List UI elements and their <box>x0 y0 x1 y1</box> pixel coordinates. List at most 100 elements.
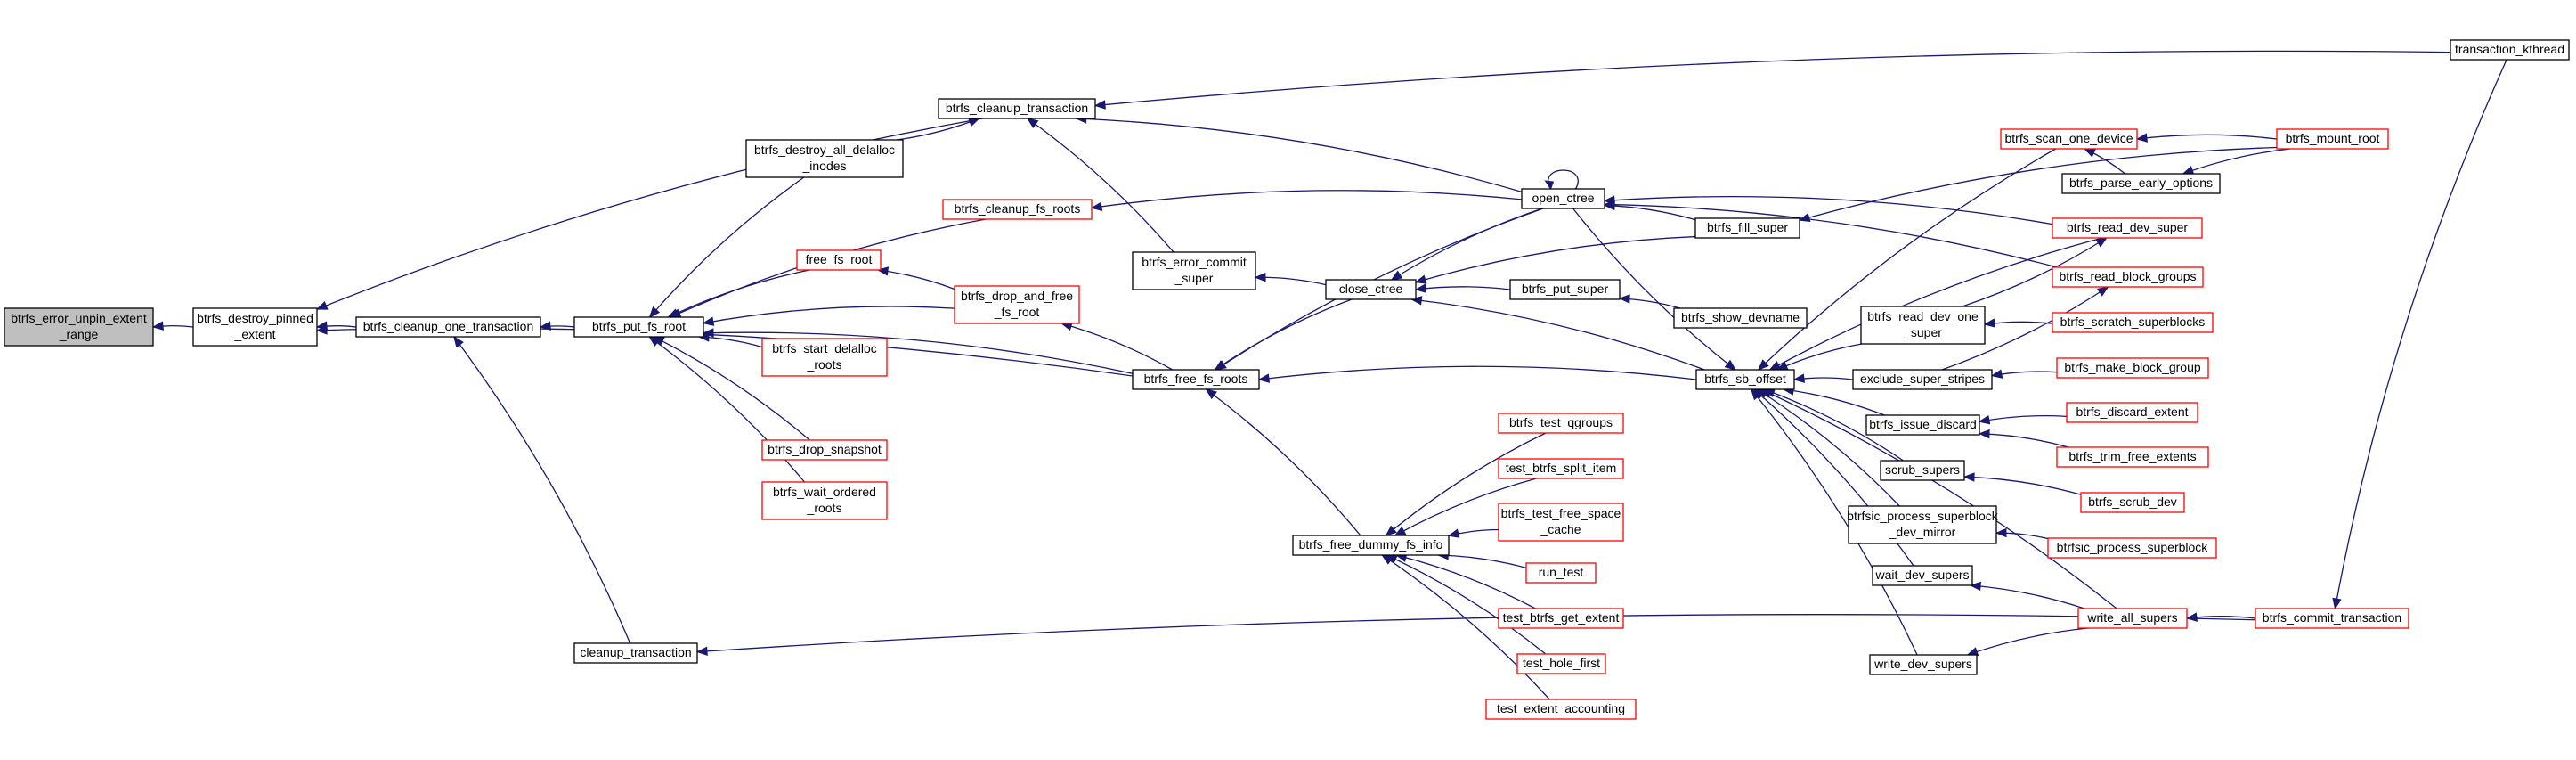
node-box-close-ctree[interactable] <box>1325 279 1417 300</box>
node-btrfs-sb-offset[interactable]: btrfs_sb_offset <box>1695 369 1795 390</box>
node-btrfs-cleanup-one-transaction[interactable]: btrfs_cleanup_one_transaction <box>355 316 541 338</box>
node-btrfs-trim-free-extents[interactable]: btrfs_trim_free_extents <box>2056 446 2209 468</box>
node-cleanup-transaction[interactable]: cleanup_transaction <box>573 642 698 664</box>
node-transaction-kthread[interactable]: transaction_kthread <box>2450 39 2570 61</box>
node-btrfsic-process-superblock[interactable]: btrfsic_process_superblock <box>2047 537 2217 559</box>
node-test-btrfs-get-extent[interactable]: test_btrfs_get_extent <box>1498 608 1624 629</box>
node-box-btrfs-sb-offset[interactable] <box>1695 369 1795 390</box>
node-btrfs-discard-extent[interactable]: btrfs_discard_extent <box>2066 402 2198 423</box>
node-btrfs-read-block-groups[interactable]: btrfs_read_block_groups <box>2052 266 2204 288</box>
node-box-test-btrfs-get-extent[interactable] <box>1498 608 1624 629</box>
node-btrfs-read-dev-super[interactable]: btrfs_read_dev_super <box>2052 217 2203 239</box>
node-free-fs-root[interactable]: free_fs_root <box>796 249 882 271</box>
node-btrfs-error-unpin-extent-range[interactable]: btrfs_error_unpin_extent_range <box>4 307 154 347</box>
node-btrfs-free-dummy-fs-info[interactable]: btrfs_free_dummy_fs_info <box>1292 535 1450 556</box>
node-btrfs-fill-super[interactable]: btrfs_fill_super <box>1694 217 1800 239</box>
node-box-test-extent-accounting[interactable] <box>1485 699 1637 720</box>
node-box-write-dev-supers[interactable] <box>1869 654 1978 675</box>
node-box-btrfs-test-qgroups[interactable] <box>1498 413 1624 434</box>
node-box-btrfs-read-dev-one-super[interactable] <box>1860 306 1986 345</box>
node-box-write-all-supers[interactable] <box>2077 608 2188 629</box>
node-btrfs-test-free-space-cache[interactable]: btrfs_test_free_space_cache <box>1498 503 1624 542</box>
node-btrfs-read-dev-one-super[interactable]: btrfs_read_dev_one_super <box>1860 306 1986 345</box>
node-box-btrfs-error-commit-super[interactable] <box>1132 251 1256 290</box>
node-box-btrfs-read-dev-super[interactable] <box>2052 217 2203 239</box>
node-box-btrfs-scan-one-device[interactable] <box>2000 128 2138 150</box>
node-btrfs-drop-and-free-fs-root[interactable]: btrfs_drop_and_free_fs_root <box>954 285 1080 324</box>
node-test-extent-accounting[interactable]: test_extent_accounting <box>1485 699 1637 720</box>
node-box-btrfsic-process-superblock[interactable] <box>2047 537 2217 559</box>
node-box-btrfs-cleanup-fs-roots[interactable] <box>942 199 1093 220</box>
node-btrfs-put-super[interactable]: btrfs_put_super <box>1509 279 1621 300</box>
node-btrfs-mount-root[interactable]: btrfs_mount_root <box>2276 128 2389 150</box>
node-box-btrfs-parse-early-options[interactable] <box>2061 173 2221 194</box>
node-box-test-hole-first[interactable] <box>1516 653 1606 674</box>
node-wait-dev-supers[interactable]: wait_dev_supers <box>1872 565 1973 586</box>
node-btrfs-cleanup-transaction[interactable]: btrfs_cleanup_transaction <box>938 98 1096 119</box>
node-btrfs-start-delalloc-roots[interactable]: btrfs_start_delalloc_roots <box>761 338 888 377</box>
node-box-btrfs-trim-free-extents[interactable] <box>2056 446 2209 468</box>
node-box-run-test[interactable] <box>1525 562 1597 584</box>
node-btrfs-scrub-dev[interactable]: btrfs_scrub_dev <box>2080 492 2185 513</box>
node-box-btrfs-fill-super[interactable] <box>1694 217 1800 239</box>
node-btrfs-test-qgroups[interactable]: btrfs_test_qgroups <box>1498 413 1624 434</box>
node-btrfs-put-fs-root[interactable]: btrfs_put_fs_root <box>573 316 704 338</box>
node-box-btrfs-cleanup-transaction[interactable] <box>938 98 1096 119</box>
node-open-ctree[interactable]: open_ctree <box>1521 188 1605 209</box>
node-btrfs-scratch-superblocks[interactable]: btrfs_scratch_superblocks <box>2052 312 2214 333</box>
node-btrfs-error-commit-super[interactable]: btrfs_error_commit_super <box>1132 251 1256 290</box>
node-btrfs-make-block-group[interactable]: btrfs_make_block_group <box>2056 357 2209 379</box>
node-box-btrfs-show-devname[interactable] <box>1673 307 1808 329</box>
node-box-btrfs-commit-transaction[interactable] <box>2255 608 2409 629</box>
node-box-test-btrfs-split-item[interactable] <box>1498 458 1624 479</box>
node-btrfs-wait-ordered-roots[interactable]: btrfs_wait_ordered_roots <box>761 481 888 520</box>
node-box-btrfs-test-free-space-cache[interactable] <box>1498 503 1624 542</box>
node-btrfs-free-fs-roots[interactable]: btrfs_free_fs_roots <box>1132 369 1260 390</box>
node-box-btrfs-issue-discard[interactable] <box>1865 414 1980 436</box>
node-box-btrfs-free-fs-roots[interactable] <box>1132 369 1260 390</box>
node-box-btrfs-discard-extent[interactable] <box>2066 402 2198 423</box>
node-test-hole-first[interactable]: test_hole_first <box>1516 653 1606 674</box>
node-box-btrfs-cleanup-one-transaction[interactable] <box>355 316 541 338</box>
node-box-btrfs-drop-and-free-fs-root[interactable] <box>954 285 1080 324</box>
node-btrfs-scan-one-device[interactable]: btrfs_scan_one_device <box>2000 128 2138 150</box>
node-box-exclude-super-stripes[interactable] <box>1852 369 1993 390</box>
node-box-free-fs-root[interactable] <box>796 249 882 271</box>
node-box-btrfs-destroy-pinned-extent[interactable] <box>192 307 318 347</box>
node-btrfs-cleanup-fs-roots[interactable]: btrfs_cleanup_fs_roots <box>942 199 1093 220</box>
node-btrfs-destroy-all-delalloc-inodes[interactable]: btrfs_destroy_all_delalloc_inodes <box>745 139 904 178</box>
node-scrub-supers[interactable]: scrub_supers <box>1880 460 1965 481</box>
node-btrfs-commit-transaction[interactable]: btrfs_commit_transaction <box>2255 608 2409 629</box>
node-btrfs-issue-discard[interactable]: btrfs_issue_discard <box>1865 414 1980 436</box>
node-box-btrfs-make-block-group[interactable] <box>2056 357 2209 379</box>
node-box-btrfs-put-fs-root[interactable] <box>573 316 704 338</box>
node-exclude-super-stripes[interactable]: exclude_super_stripes <box>1852 369 1993 390</box>
node-box-open-ctree[interactable] <box>1521 188 1605 209</box>
node-box-btrfs-start-delalloc-roots[interactable] <box>761 338 888 377</box>
node-box-transaction-kthread[interactable] <box>2450 39 2570 61</box>
node-btrfs-drop-snapshot[interactable]: btrfs_drop_snapshot <box>761 439 888 461</box>
node-box-btrfs-free-dummy-fs-info[interactable] <box>1292 535 1450 556</box>
node-write-dev-supers[interactable]: write_dev_supers <box>1869 654 1978 675</box>
node-box-btrfs-wait-ordered-roots[interactable] <box>761 481 888 520</box>
node-box-btrfs-put-super[interactable] <box>1509 279 1621 300</box>
node-box-btrfs-drop-snapshot[interactable] <box>761 439 888 461</box>
node-box-btrfs-mount-root[interactable] <box>2276 128 2389 150</box>
node-btrfs-parse-early-options[interactable]: btrfs_parse_early_options <box>2061 173 2221 194</box>
node-write-all-supers[interactable]: write_all_supers <box>2077 608 2188 629</box>
node-box-btrfs-scratch-superblocks[interactable] <box>2052 312 2214 333</box>
node-box-btrfs-scrub-dev[interactable] <box>2080 492 2185 513</box>
node-test-btrfs-split-item[interactable]: test_btrfs_split_item <box>1498 458 1624 479</box>
node-box-btrfs-destroy-all-delalloc-inodes[interactable] <box>745 139 904 178</box>
node-box-btrfs-read-block-groups[interactable] <box>2052 266 2204 288</box>
node-box-wait-dev-supers[interactable] <box>1872 565 1973 586</box>
node-btrfsic-process-superblock-dev-mirror[interactable]: btrfsic_process_superblock_dev_mirror <box>1847 505 1999 544</box>
node-box-cleanup-transaction[interactable] <box>573 642 698 664</box>
node-btrfs-show-devname[interactable]: btrfs_show_devname <box>1673 307 1808 329</box>
node-box-scrub-supers[interactable] <box>1880 460 1965 481</box>
node-btrfs-destroy-pinned-extent[interactable]: btrfs_destroy_pinned_extent <box>192 307 318 347</box>
node-close-ctree[interactable]: close_ctree <box>1325 279 1417 300</box>
node-box-btrfsic-process-superblock-dev-mirror[interactable] <box>1848 505 1997 544</box>
node-box-btrfs-error-unpin-extent-range[interactable] <box>4 307 154 347</box>
node-run-test[interactable]: run_test <box>1525 562 1597 584</box>
